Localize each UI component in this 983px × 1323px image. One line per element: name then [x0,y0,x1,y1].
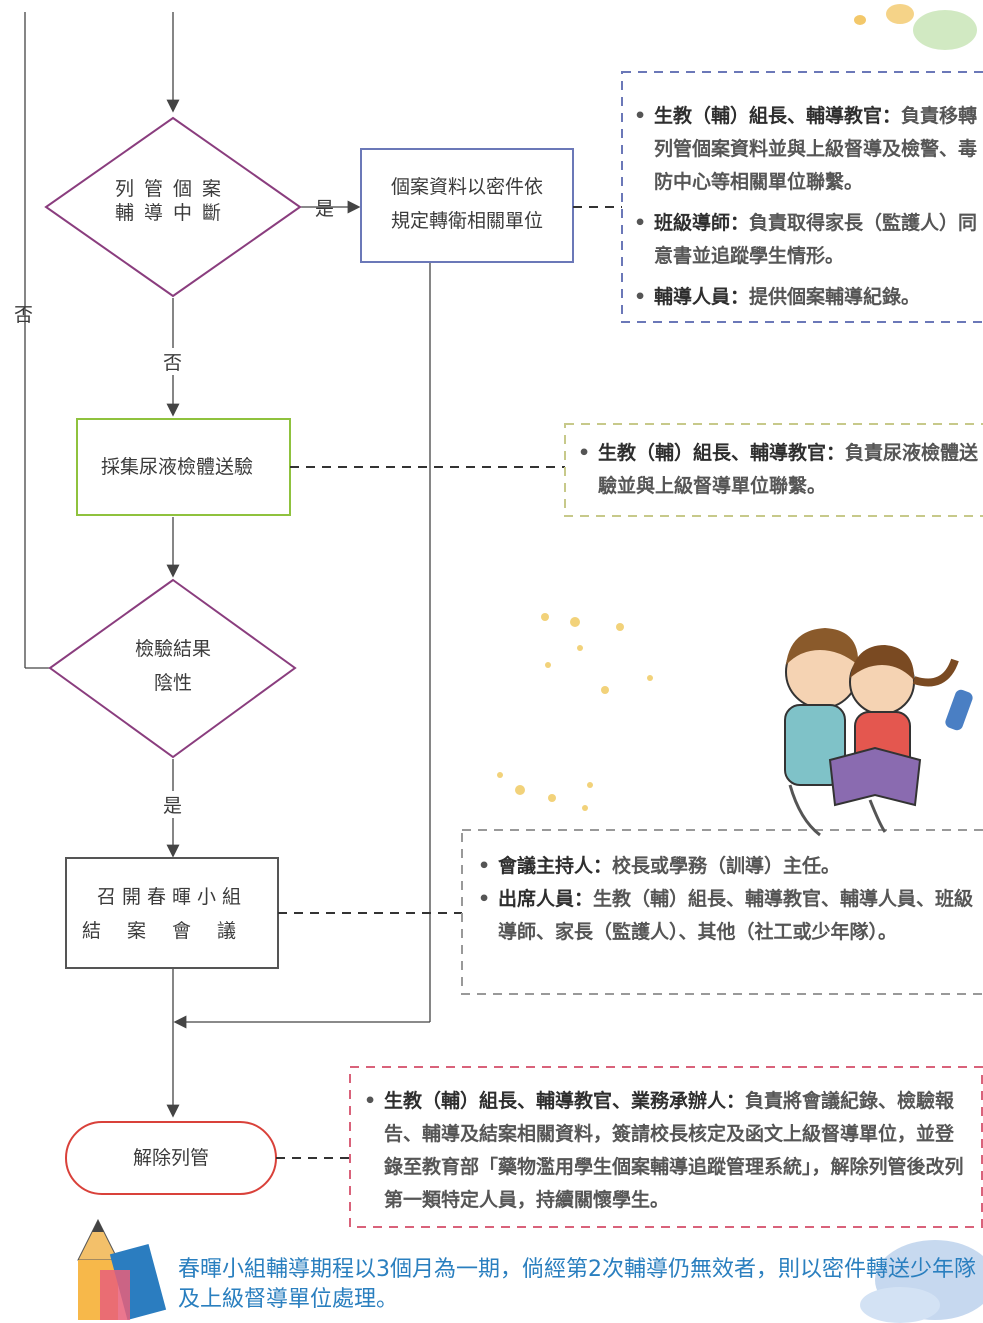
label-no-1: 否 [163,348,183,375]
footer-note: 春暉小組輔導期程以3個月為一期，倘經第2次輔導仍無效者，則以密件轉送少年隊及上級… [178,1257,976,1312]
note-urine-item-1: 生教（輔）組長、輔導教官：負責尿液檢體送驗並與上級督導單位聯繫。 [572,437,983,503]
children-reading-illustration [784,628,973,837]
decision-1-line-1: 列管個案 [114,178,231,200]
decision-case-interrupted-text: 列管個案 輔導中斷 [93,172,253,230]
note-role: 會議主持人： [498,855,613,877]
end-box-text: 解除列管 [132,1147,209,1169]
decision-1-line-2: 輔導中斷 [114,202,231,224]
note-role: 輔導人員： [654,286,750,308]
urine-box-outline [76,418,291,516]
note-duty: 負責移轉列管個案資料並與上級督導及檢警、毒防中心等相關單位聯繫。 [654,105,978,193]
note-meeting-frame [461,829,983,995]
note-meeting-item-1: 會議主持人：校長或學務（訓導）主任。 [472,850,978,883]
meeting-box-text: 召開春暉小組 結案會議 [66,880,278,948]
note-transfer-item-1: 生教（輔）組長、輔導教官：負責移轉列管個案資料並與上級督導及檢警、毒防中心等相關… [628,100,978,199]
note-duty: 負責取得家長（監護人）同意書並追蹤學生情形。 [654,212,978,267]
note-urine-frame [564,423,983,517]
leaf-decoration [854,4,977,50]
pencil-icon [77,1218,167,1321]
note-transfer-item-3: 輔導人員：提供個案輔導紀錄。 [628,281,978,314]
note-transfer-frame [621,71,983,323]
transfer-line-1: 個案資料以密件依 [390,176,543,198]
meeting-box-outline [65,857,279,969]
dot-decoration [497,613,653,811]
note-duty: 負責尿液檢體送驗並與上級督導單位聯繫。 [598,442,979,497]
label-yes-1: 是 [315,198,335,220]
note-role: 生教（輔）組長、輔導教官： [598,442,846,464]
note-role: 出席人員： [498,888,594,910]
meeting-line-2: 結案會議 [81,920,262,942]
transfer-box-outline [360,148,574,263]
note-urine: 生教（輔）組長、輔導教官：負責尿液檢體送驗並與上級督導單位聯繫。 [572,437,983,511]
note-role: 班級導師： [654,212,750,234]
note-transfer: 生教（輔）組長、輔導教官：負責移轉列管個案資料並與上級督導及檢警、毒防中心等相關… [628,100,978,322]
note-transfer-item-2: 班級導師：負責取得家長（監護人）同意書並追蹤學生情形。 [628,207,978,273]
decision-2-line-2: 陰性 [153,672,192,694]
note-duty: 生教（輔）組長、輔導教官、輔導人員、班級導師、家長（監護人）、其他（社工或少年隊… [498,888,974,943]
note-end-item-1: 生教（輔）組長、輔導教官、業務承辦人：負責將會議紀錄、檢驗報告、輔導及結案相關資… [358,1085,970,1217]
decision-test-negative-text: 檢驗結果 陰性 [93,632,253,700]
note-role: 生教（輔）組長、輔導教官： [654,105,902,127]
decision-test-negative [48,578,297,759]
decision-2-line-1: 檢驗結果 [134,638,211,660]
transfer-box-text: 個案資料以密件依 規定轉衛相關單位 [361,170,573,238]
decision-case-interrupted [44,116,302,298]
splash-decoration [860,1240,983,1323]
note-meeting: 會議主持人：校長或學務（訓導）主任。 出席人員：生教（輔）組長、輔導教官、輔導人… [472,850,978,957]
note-duty: 校長或學務（訓導）主任。 [612,855,841,877]
note-end: 生教（輔）組長、輔導教官、業務承辦人：負責將會議紀錄、檢驗報告、輔導及結案相關資… [358,1085,970,1225]
meeting-line-1: 召開春暉小組 [96,886,247,908]
label-yes-2: 是 [163,791,183,818]
note-duty: 提供個案輔導紀錄。 [749,286,921,308]
label-no-left: 否 [14,304,34,326]
note-meeting-item-2: 出席人員：生教（輔）組長、輔導教官、輔導人員、班級導師、家長（監護人）、其他（社… [472,883,978,949]
note-role: 生教（輔）組長、輔導教官、業務承辦人： [384,1090,746,1112]
note-end-frame [349,1066,983,1228]
urine-box-text: 採集尿液檢體送驗 [100,456,253,478]
transfer-line-2: 規定轉衛相關單位 [390,210,543,232]
note-duty: 負責將會議紀錄、檢驗報告、輔導及結案相關資料，簽請校長核定及函文上級督導單位，並… [384,1090,964,1211]
